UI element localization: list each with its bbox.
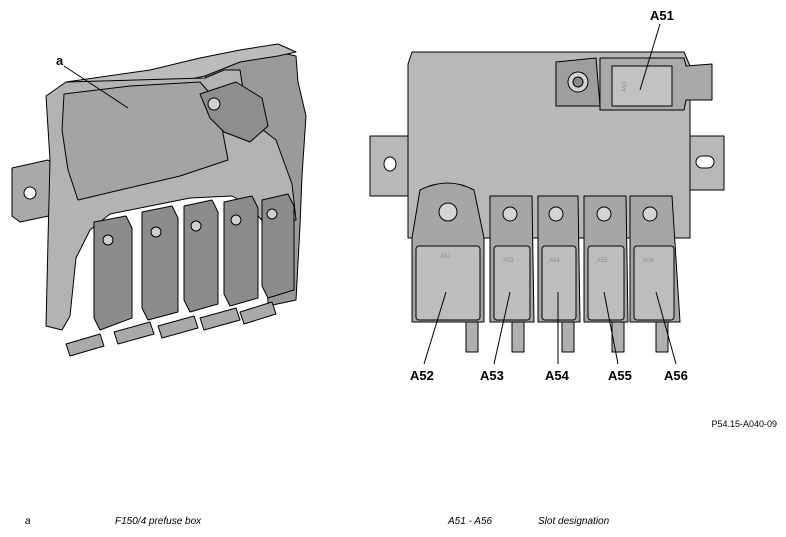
bottom-tab [65, 333, 105, 357]
fuse-body-a53 [493, 245, 531, 321]
legend-key-slots: A51 - A56 [448, 516, 493, 527]
legend-description-a: F150/4 prefuse box [115, 516, 202, 527]
left-ear-hole [383, 156, 397, 172]
prefuse-box-3d-view [11, 43, 307, 357]
bottom-tab [157, 315, 199, 339]
callout-a56: A56 [664, 368, 688, 383]
leader-line-a52 [423, 291, 447, 365]
leader-line-a51 [639, 23, 661, 91]
a51-fuse [611, 65, 673, 107]
bolt-a56 [642, 206, 658, 222]
right-ear-slot [695, 155, 715, 169]
leader-line-a55 [603, 291, 619, 365]
fuse-slot [93, 215, 133, 331]
callout-a54: A54 [545, 368, 570, 383]
slot-stud [102, 234, 114, 246]
slot-label-a52: A52 [440, 254, 451, 260]
fuse-housing-row: A52 A53 A54 A55 A56 [411, 182, 681, 323]
bottom-tab [113, 321, 155, 345]
slot-label-a55: A55 [597, 258, 608, 264]
fuse-slot [261, 193, 295, 299]
fuse-slot [141, 205, 179, 321]
fuse-slot [183, 199, 219, 313]
left-ear-hole [23, 186, 37, 200]
housing-cover-a [61, 81, 229, 201]
figure-reference-code: P54.15-A040-09 [711, 419, 777, 429]
callout-a53: A53 [480, 368, 504, 383]
slot-stud [190, 220, 202, 232]
leader-line-a56 [655, 291, 677, 365]
a51-bolt-head [572, 76, 584, 88]
slot-stud [266, 208, 278, 220]
leader-line-a [63, 65, 129, 109]
bolt-a52 [438, 202, 458, 222]
bottom-tab [199, 307, 241, 331]
fuse-body-a54 [541, 245, 577, 321]
bolt-a54 [548, 206, 564, 222]
callout-a55: A55 [608, 368, 632, 383]
callout-a52: A52 [410, 368, 434, 383]
bottom-tab [465, 321, 479, 353]
bottom-tab [655, 321, 669, 353]
legend-description-slots: Slot designation [538, 516, 610, 527]
bolt-a55 [596, 206, 612, 222]
bottom-tab [239, 301, 277, 325]
bottom-tab [511, 321, 525, 353]
leader-line-a53 [493, 291, 511, 365]
callout-a51: A51 [650, 8, 674, 23]
fuse-body-a55 [587, 245, 625, 321]
prefuse-box-front-view: A51 A52 A53 A54 A55 A56 [369, 51, 725, 353]
legend-key-a: a [25, 516, 31, 527]
upper-connector-cap [199, 81, 269, 143]
callout-leaders [423, 23, 677, 365]
bolt-a53 [502, 206, 518, 222]
slot-label-a56: A56 [643, 258, 654, 264]
slot-stud [150, 226, 162, 238]
fuse-slot [223, 195, 259, 307]
slot-stud [230, 214, 242, 226]
slot-label-a51: A51 [622, 81, 628, 92]
slot-label-a54: A54 [549, 258, 560, 264]
fuse-body-a52 [415, 245, 481, 321]
fuse-slot-row [93, 193, 295, 331]
bottom-tab [611, 321, 625, 353]
fuse-body-a56 [633, 245, 675, 321]
upper-stud [207, 97, 221, 111]
bottom-tab [561, 321, 575, 353]
slot-label-a53: A53 [503, 258, 514, 264]
callout-a: a [56, 53, 64, 68]
